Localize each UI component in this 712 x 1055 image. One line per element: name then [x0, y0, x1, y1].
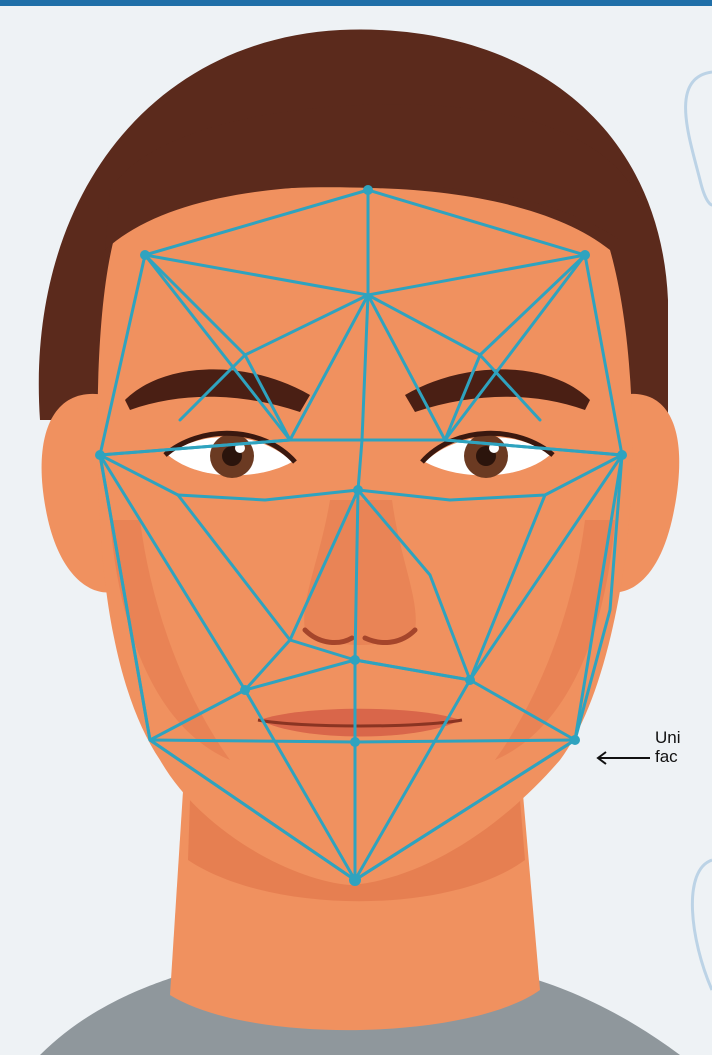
- landmark-point: [570, 735, 580, 745]
- landmark-point: [465, 675, 475, 685]
- landmark-point: [349, 874, 361, 886]
- top-band: [0, 0, 712, 6]
- landmark-point: [363, 185, 373, 195]
- landmark-point: [140, 250, 150, 260]
- landmark-point: [95, 450, 105, 460]
- callout-label-line-1: Uni: [655, 728, 681, 747]
- landmark-point: [353, 485, 363, 495]
- callout-label: Uni fac: [655, 728, 681, 766]
- landmark-point: [240, 685, 250, 695]
- landmark-point: [350, 737, 360, 747]
- landmark-point: [580, 250, 590, 260]
- landmark-point: [350, 655, 360, 665]
- callout-label-line-2: fac: [655, 747, 678, 766]
- landmark-point: [617, 450, 627, 460]
